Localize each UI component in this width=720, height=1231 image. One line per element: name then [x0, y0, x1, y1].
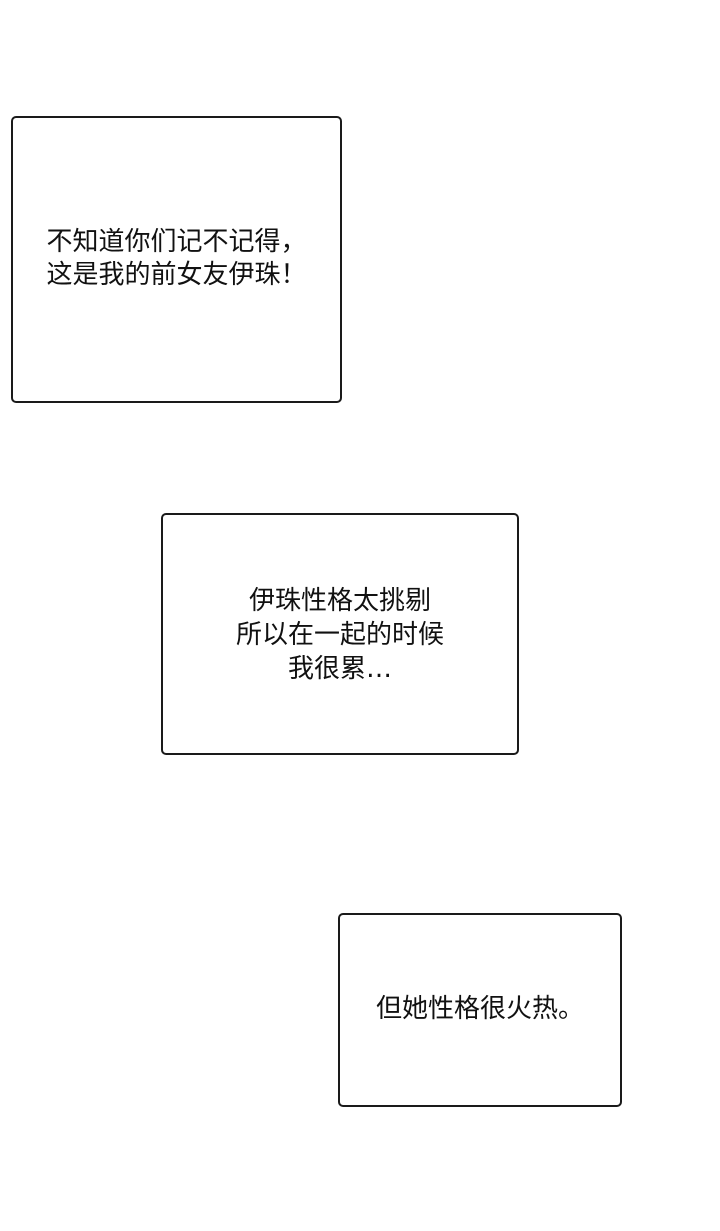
- caption-text-3: 但她性格很火热。: [375, 993, 584, 1024]
- caption-box-1: 不知道你们记不记得， 这是我的前女友伊珠！: [11, 116, 342, 403]
- caption-text-2: 伊珠性格太挑剔 所以在一起的时候 我很累…: [235, 586, 444, 684]
- caption-text-1: 不知道你们记不记得， 这是我的前女友伊珠！: [46, 226, 307, 290]
- caption-box-2: 伊珠性格太挑剔 所以在一起的时候 我很累…: [161, 513, 519, 755]
- caption-box-3: 但她性格很火热。: [338, 913, 622, 1107]
